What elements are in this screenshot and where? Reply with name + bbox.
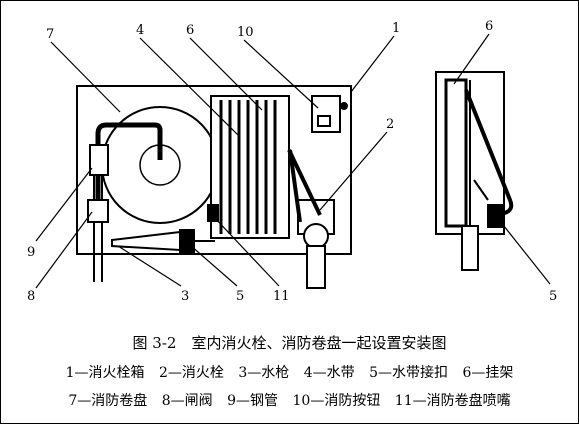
callout-7: 7 [46, 27, 54, 42]
callout-6: 6 [186, 23, 194, 38]
callout-1: 1 [392, 21, 400, 36]
callout-9: 9 [27, 245, 35, 260]
callout-10: 10 [237, 25, 254, 40]
side-coupling [487, 204, 503, 228]
legend-item: 9—钢管 [227, 393, 279, 409]
callout-2: 2 [386, 117, 394, 132]
callout-3: 3 [181, 289, 189, 304]
fire-alarm-button [311, 95, 341, 133]
legend-item: 11—消防卷盘喷嘴 [394, 393, 511, 409]
figure-title: 图 3-2 室内消火栓、消防卷盘一起设置安装图 [132, 334, 447, 352]
legend-item: 10—消防按钮 [292, 393, 381, 409]
legend-item: 8—闸阀 [161, 393, 213, 409]
side-callout-5: 5 [549, 289, 557, 304]
legend-item: 4—水带 [303, 365, 355, 381]
callout-11: 11 [273, 289, 290, 304]
legend-row-1: 1—消火栓箱 2—消火栓 3—水枪 4—水带 5—水带接扣 6—挂架 [0, 362, 579, 382]
installation-diagram: 7 4 6 10 1 2 9 8 3 5 11 6 5 [27, 19, 557, 304]
nozzle [111, 230, 181, 252]
legend-item: 3—水枪 [238, 365, 290, 381]
legend-item: 5—水带接扣 [369, 365, 449, 381]
hose-rack [210, 95, 290, 239]
side-callout-6: 6 [485, 19, 493, 34]
legend-item: 7—消防卷盘 [68, 393, 148, 409]
legend-item: 6—挂架 [462, 365, 514, 381]
hose-coupling [179, 229, 195, 253]
legend-row-2: 7—消防卷盘 8—闸阀 9—钢管 10—消防按钮 11—消防卷盘喷嘴 [0, 390, 579, 410]
legend-item: 2—消火栓 [158, 365, 224, 381]
callout-8: 8 [27, 289, 35, 304]
legend-item: 1—消火栓箱 [65, 365, 145, 381]
cabinet-box [76, 85, 352, 255]
callout-5: 5 [236, 289, 244, 304]
reel-nozzle [207, 204, 219, 222]
callout-4: 4 [136, 23, 144, 38]
gate-valve [87, 199, 109, 223]
